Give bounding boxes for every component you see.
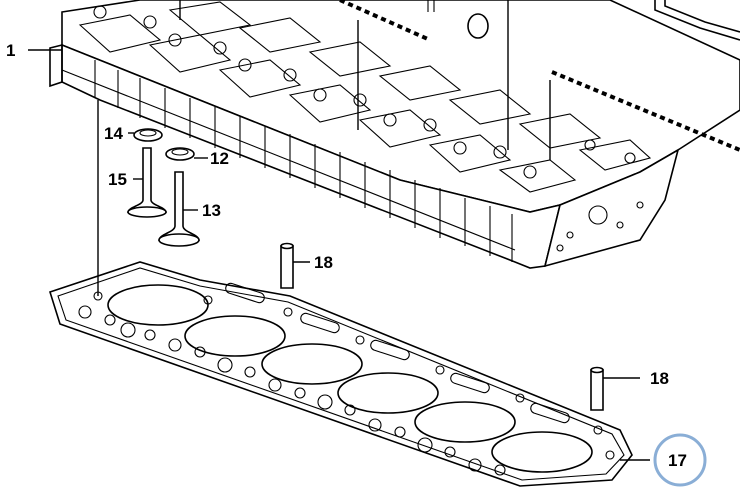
valve-seal-14 <box>133 128 163 142</box>
callout-18-lower: 18 <box>650 369 669 388</box>
valve-seal-12 <box>165 147 195 161</box>
valve-15 <box>127 147 167 218</box>
dowel-pin-upper <box>280 242 294 289</box>
head-gasket <box>49 261 633 487</box>
callout-1: 1 <box>6 41 15 60</box>
dashed-connector-right <box>551 70 740 152</box>
dowel-pin-lower <box>590 366 604 411</box>
leader-lines <box>28 0 650 461</box>
cylinder-head <box>49 0 740 269</box>
callout-14: 14 <box>104 124 123 143</box>
dashed-connector-top <box>339 0 431 42</box>
callout-13: 13 <box>202 201 221 220</box>
highlight-ring <box>653 433 707 487</box>
callout-15: 15 <box>108 170 127 189</box>
callout-17-highlight[interactable]: 17 <box>653 433 707 487</box>
callout-17: 17 <box>668 451 687 470</box>
callout-18-upper: 18 <box>314 253 333 272</box>
callout-12: 12 <box>210 149 229 168</box>
valve-13 <box>158 171 200 247</box>
cover-gasket-fragment <box>654 0 740 41</box>
